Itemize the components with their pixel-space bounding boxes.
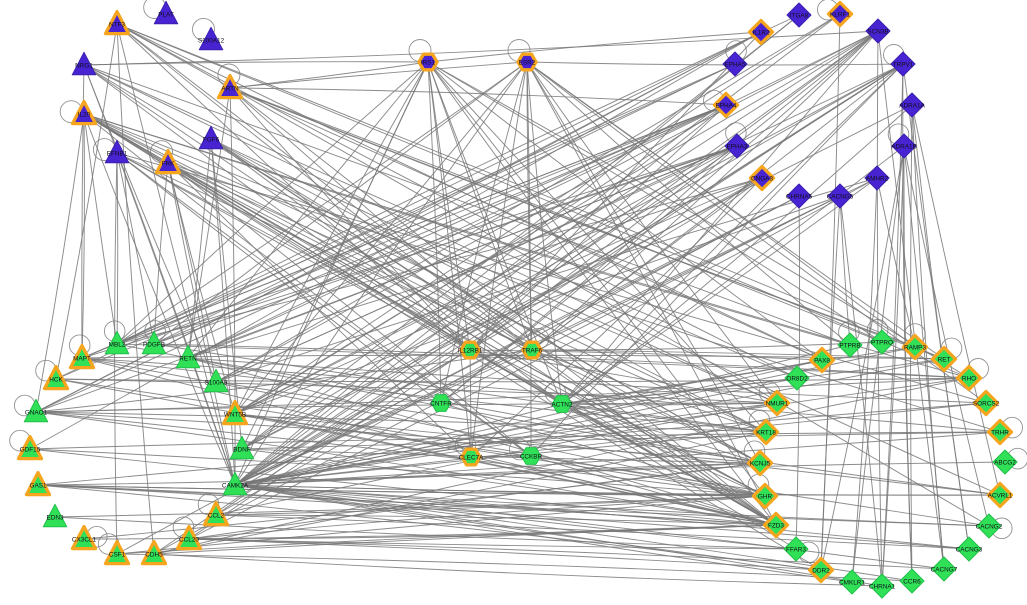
svg-text:CACNG7: CACNG7 [931,566,958,573]
svg-text:NMUR1: NMUR1 [766,400,789,407]
svg-text:ADRA1B: ADRA1B [891,143,917,150]
svg-text:FRK: FRK [162,160,176,167]
svg-text:SORCS2: SORCS2 [973,400,1000,407]
svg-text:ARTN: ARTN [221,85,239,92]
svg-text:CACNG3: CACNG3 [956,546,983,553]
svg-text:PTPRO: PTPRO [871,339,893,346]
svg-text:TRPV1: TRPV1 [893,61,914,68]
svg-text:CCL20: CCL20 [179,536,199,543]
svg-text:ACVRL1: ACVRL1 [988,492,1013,499]
svg-text:KRT18: KRT18 [756,429,776,436]
svg-text:ABCG2: ABCG2 [994,459,1016,466]
svg-text:CHRNA1: CHRNA1 [869,583,896,590]
svg-text:RHO: RHO [962,375,976,382]
svg-text:RAMP3: RAMP3 [904,344,926,351]
svg-text:PDGFB: PDGFB [143,341,165,348]
svg-text:GNAO1: GNAO1 [25,409,48,416]
svg-text:CHRNA5: CHRNA5 [786,193,813,200]
svg-text:CNTFR: CNTFR [430,400,452,407]
svg-text:RET: RET [938,356,951,363]
svg-text:IRS1: IRS1 [421,59,436,66]
svg-text:EPHA3: EPHA3 [727,143,748,150]
svg-text:EPHA5: EPHA5 [725,61,746,68]
svg-text:NTF3: NTF3 [109,21,125,28]
svg-text:CAMK2A: CAMK2A [222,482,249,489]
svg-text:EDN3: EDN3 [46,514,63,521]
svg-text:NRG1: NRG1 [75,62,93,69]
svg-text:FZD3: FZD3 [768,522,784,529]
svg-text:CSF1: CSF1 [109,551,126,558]
svg-text:S100A9: S100A9 [205,379,228,386]
svg-text:TRHR: TRHR [991,429,1009,436]
svg-text:PTPRB: PTPRB [839,342,860,349]
svg-text:IL12RB1: IL12RB1 [458,347,483,354]
svg-text:EFNB1: EFNB1 [107,150,128,157]
svg-text:HCK: HCK [49,376,63,383]
svg-text:S100A12: S100A12 [198,37,225,44]
svg-text:ADRA1A: ADRA1A [899,102,925,109]
svg-text:FFAR3: FFAR3 [786,546,806,553]
svg-text:CDH5: CDH5 [145,551,163,558]
svg-text:CLEC7A: CLEC7A [459,454,485,461]
svg-text:CCR6: CCR6 [903,578,921,585]
svg-text:CCKBR: CCKBR [520,453,543,460]
svg-text:ACTN2: ACTN2 [552,401,573,408]
svg-text:DDR2: DDR2 [812,567,830,574]
svg-text:CMKLR1: CMKLR1 [839,579,865,586]
svg-text:KCNJ5: KCNJ5 [750,460,771,467]
svg-text:FGF6: FGF6 [203,136,220,143]
svg-text:PAX8: PAX8 [814,357,830,364]
svg-text:PLAT: PLAT [158,11,174,18]
svg-text:BDNF: BDNF [233,446,250,453]
svg-text:EPHA4: EPHA4 [716,102,737,109]
svg-text:CACNG5: CACNG5 [827,193,854,200]
svg-text:CACNG2: CACNG2 [976,523,1003,530]
svg-text:SCN3B: SCN3B [867,28,888,35]
svg-text:WNT5B: WNT5B [224,411,246,418]
svg-text:OR8D2: OR8D2 [786,375,808,382]
svg-text:RETN: RETN [179,355,197,362]
svg-text:IL1R2: IL1R2 [752,29,769,36]
svg-text:IL20: IL20 [78,111,91,118]
svg-text:MAPT: MAPT [73,355,91,362]
svg-text:KLRF1: KLRF1 [830,11,850,18]
svg-text:MBL2: MBL2 [109,341,126,348]
svg-text:ESR2: ESR2 [519,59,536,66]
svg-text:TRAF6: TRAF6 [522,347,543,354]
svg-text:GAS1: GAS1 [29,482,46,489]
svg-text:AMHR2: AMHR2 [866,175,889,182]
svg-text:GDF15: GDF15 [20,446,41,453]
svg-text:CX3CL1: CX3CL1 [72,536,97,543]
svg-text:CCL2: CCL2 [208,512,225,519]
svg-text:GHR: GHR [758,493,773,500]
svg-text:ITGA8: ITGA8 [790,12,809,19]
svg-text:CNGA3: CNGA3 [751,175,773,182]
